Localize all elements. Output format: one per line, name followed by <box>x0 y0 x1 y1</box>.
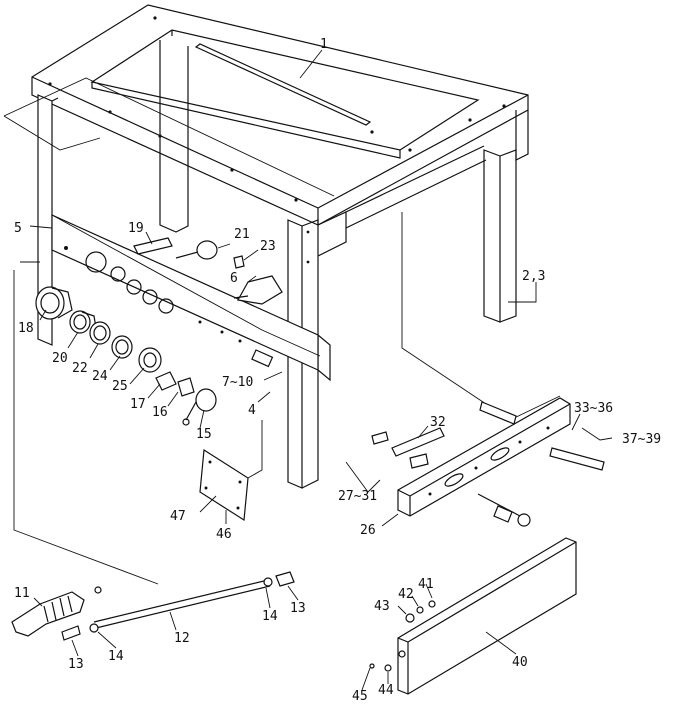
gauge-22 <box>89 321 111 345</box>
callout-18: 18 <box>18 321 34 336</box>
fitting-23 <box>233 255 245 269</box>
switch-17 <box>155 371 177 391</box>
callout-12: 12 <box>174 631 190 646</box>
callout-43: 43 <box>374 599 390 614</box>
callout-33-36: 33~36 <box>574 401 613 416</box>
callout-22: 22 <box>72 361 88 376</box>
callout-2-3: 2,3 <box>522 269 545 284</box>
callout-21: 21 <box>234 227 250 242</box>
callout-20: 20 <box>52 351 68 366</box>
callout-42: 42 <box>398 587 414 602</box>
callout-32: 32 <box>430 415 446 430</box>
callout-15: 15 <box>196 427 212 442</box>
callout-40: 40 <box>512 655 528 670</box>
switch-16 <box>177 377 195 397</box>
gauge-24 <box>111 335 133 359</box>
key-switch-15 <box>182 388 217 426</box>
callout-13-right: 13 <box>290 601 306 616</box>
switch-6 <box>233 275 283 305</box>
callout-25: 25 <box>112 379 128 394</box>
bolt-set-33-36 <box>479 401 605 471</box>
callout-14-right: 14 <box>262 609 278 624</box>
callout-6: 6 <box>230 271 238 286</box>
callout-47: 47 <box>170 509 186 524</box>
instrument-panel <box>20 214 331 382</box>
callout-26: 26 <box>360 523 376 538</box>
bolt-set-32 <box>371 427 445 469</box>
mounting-bracket <box>397 397 571 517</box>
callout-17: 17 <box>130 397 146 412</box>
callout-13-left: 13 <box>68 657 84 672</box>
callout-labels: 1 2,3 4 5 6 7~10 11 12 13 13 14 14 15 16… <box>14 37 661 704</box>
control-cable <box>11 571 295 641</box>
gauge-18 <box>35 286 73 320</box>
callout-4: 4 <box>248 403 256 418</box>
callout-14-left: 14 <box>108 649 124 664</box>
callout-24: 24 <box>92 369 108 384</box>
gauge-25 <box>138 347 162 373</box>
leader-lines <box>13 49 613 691</box>
cover-plate <box>199 420 263 522</box>
callout-1: 1 <box>320 37 328 52</box>
callout-19: 19 <box>128 221 144 236</box>
fasteners-41-45 <box>369 600 436 672</box>
callout-5: 5 <box>14 221 22 236</box>
callout-27-31: 27~31 <box>338 489 377 504</box>
gauges-and-switches <box>35 237 283 426</box>
callout-46: 46 <box>216 527 232 542</box>
callout-37-39: 37~39 <box>622 432 661 447</box>
callout-23: 23 <box>260 239 276 254</box>
callout-11: 11 <box>14 586 30 601</box>
gauge-21 <box>175 240 218 260</box>
callout-7-10: 7~10 <box>222 375 253 390</box>
callout-44: 44 <box>378 683 394 698</box>
callout-45: 45 <box>352 689 368 701</box>
sensor-19 <box>133 237 173 255</box>
side-cover <box>397 537 577 695</box>
bolt-set-27-31 <box>477 493 531 527</box>
callout-41: 41 <box>418 577 434 592</box>
callout-16: 16 <box>152 405 168 420</box>
